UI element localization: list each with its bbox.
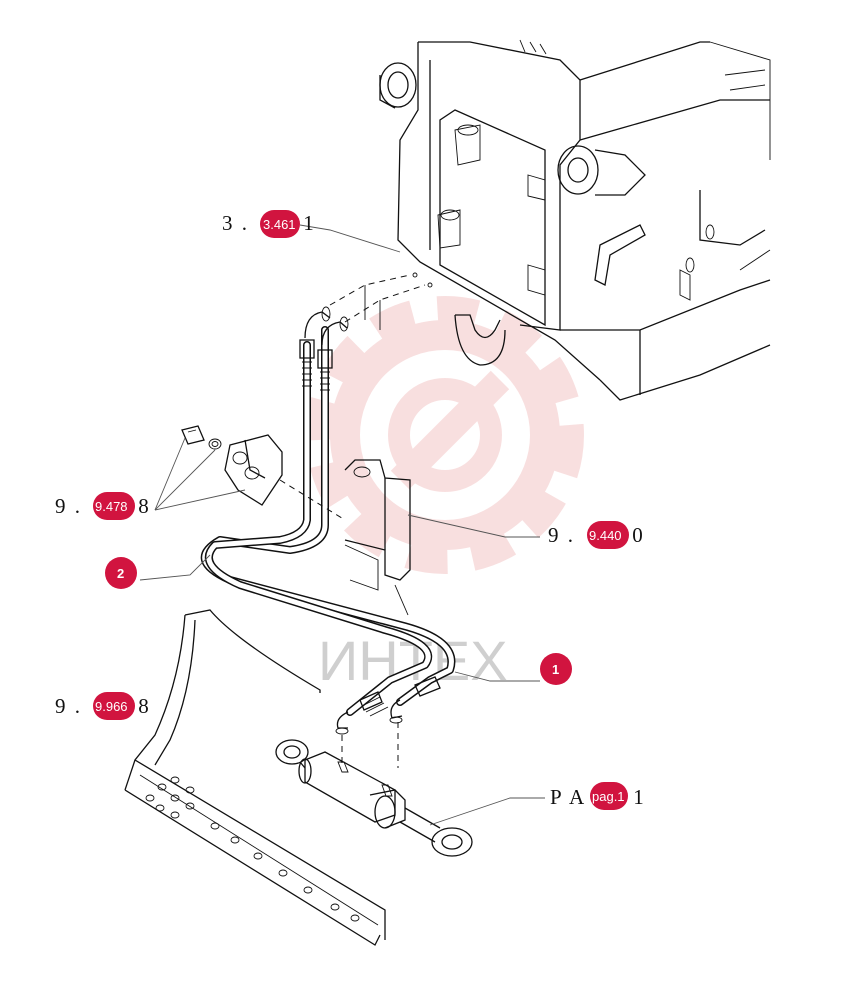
- callout-c5-badge-icon: [590, 782, 628, 810]
- callout-c4-prefix: 9 .: [55, 694, 89, 718]
- callout-c3-prefix: 9 .: [548, 523, 582, 547]
- callout-c5[interactable]: P A pag.1 1: [550, 782, 646, 810]
- callout-c5-code: pag.1: [592, 789, 625, 804]
- frame-assembly: [379, 39, 771, 401]
- callout-c1-code: 3.461: [263, 217, 296, 232]
- callout-c1-prefix: 3 .: [222, 211, 256, 235]
- callout-c4[interactable]: 9 . 9.966 8: [55, 692, 151, 720]
- callout-c5-suffix: 1: [626, 785, 646, 809]
- leader-line-item1: [454, 671, 540, 682]
- callout-c4-suffix: 8: [131, 694, 151, 718]
- leader-line-item2: [139, 554, 211, 581]
- callout-c1-badge-icon: [260, 210, 300, 238]
- callout-c2-badge-icon: [93, 492, 135, 520]
- assembly-line: [344, 284, 426, 323]
- blade-holes: [145, 776, 360, 922]
- watermark-gear-icon: [306, 296, 584, 574]
- leader-line-c2a: [154, 437, 186, 511]
- callout-c3-code: 9.440: [589, 528, 622, 543]
- leader-line-c3: [407, 514, 540, 538]
- bracket: [344, 459, 411, 616]
- callout-c2-prefix: 9 .: [55, 494, 89, 518]
- leader-line-c1: [299, 224, 401, 253]
- callout-c1[interactable]: 3 . 3.461 1: [222, 210, 316, 238]
- callout-c1-suffix: 1: [296, 211, 316, 235]
- hose-clamp: [181, 425, 346, 521]
- assembly-line: [329, 274, 411, 306]
- callout-c3-badge-icon: [587, 521, 629, 549]
- item-badge-1-label: 1: [552, 662, 559, 677]
- callout-c4-badge-icon: [93, 692, 135, 720]
- hose-fittings-top: [299, 306, 349, 391]
- assembly-line: [364, 285, 381, 330]
- callout-c2[interactable]: 9 . 9.478 8: [55, 492, 151, 520]
- callout-c4-code: 9.966: [95, 699, 128, 714]
- callout-c3[interactable]: 9 . 9.440 0: [548, 521, 645, 549]
- item-badge-1[interactable]: 1: [540, 653, 572, 685]
- callout-c5-prefix: P A: [550, 785, 592, 809]
- item-badge-1-circle-icon: [540, 653, 572, 685]
- item-badge-2[interactable]: 2: [105, 557, 137, 589]
- callout-c2-code: 9.478: [95, 499, 128, 514]
- hose-fittings-bottom: [335, 676, 441, 768]
- leader-line-c2b: [154, 449, 216, 511]
- hydraulic-cylinder: [275, 739, 473, 857]
- item-badge-2-label: 2: [117, 566, 124, 581]
- callout-c3-suffix: 0: [625, 523, 645, 547]
- leader-line-c5: [429, 797, 545, 826]
- dozer-blade: [124, 609, 386, 946]
- callout-c2-suffix: 8: [131, 494, 151, 518]
- item-badge-2-circle-icon: [105, 557, 137, 589]
- hose-2: [204, 341, 433, 716]
- leader-line-c2c: [154, 489, 246, 511]
